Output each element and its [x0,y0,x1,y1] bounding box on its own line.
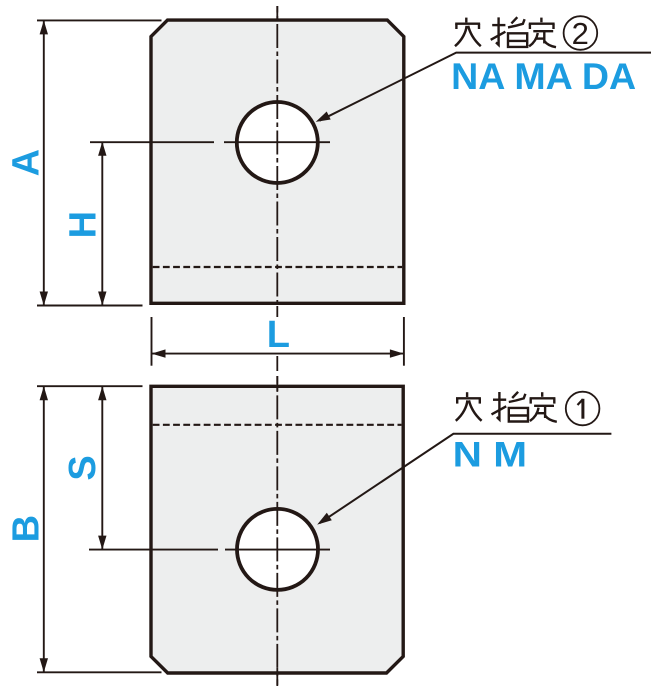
svg-text:B: B [5,515,47,542]
svg-text:H: H [62,211,104,238]
svg-text:S: S [62,455,104,480]
svg-text:A: A [5,149,47,176]
svg-text:N M: N M [453,436,527,475]
svg-text:NA MA DA: NA MA DA [451,56,636,97]
svg-text:L: L [267,314,290,356]
svg-text:2: 2 [572,16,589,51]
